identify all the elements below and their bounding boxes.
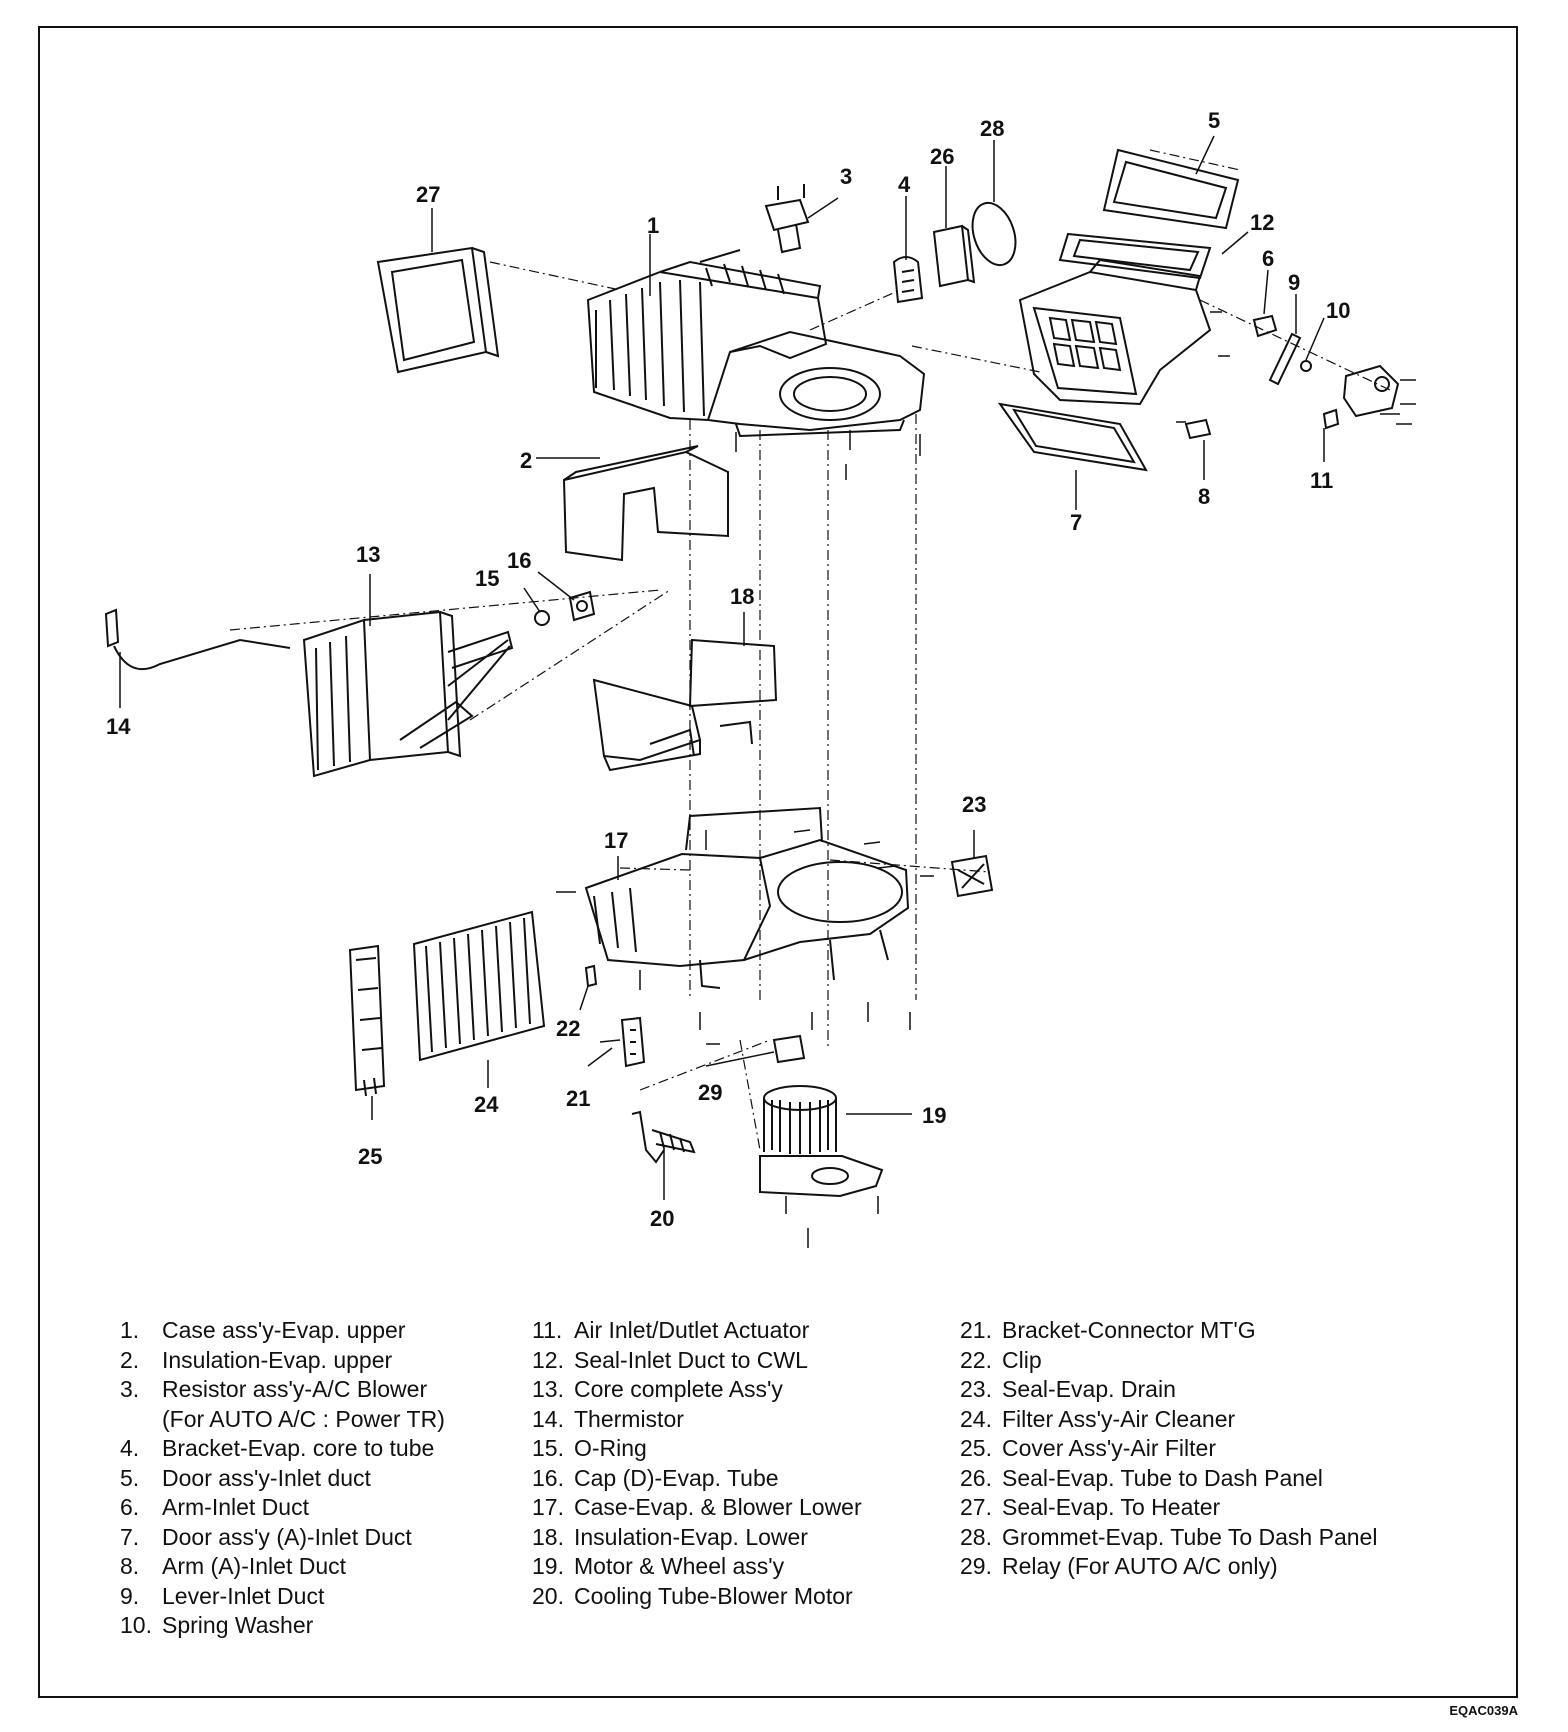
legend-item-27: 27.Seal-Evap. To Heater [960, 1494, 1221, 1520]
legend-item-8: 8.Arm (A)-Inlet Duct [120, 1553, 347, 1579]
legend-item-3: 3.Resistor ass'y-A/C Blower [120, 1376, 428, 1402]
legend-item-25: 25.Cover Ass'y-Air Filter [960, 1435, 1216, 1461]
legend-item-9: 9.Lever-Inlet Duct [120, 1582, 325, 1609]
part-3-resistor [764, 184, 810, 254]
part-19-motor-wheel [759, 1085, 884, 1198]
callout-5: 5 [1208, 108, 1220, 133]
legend-column-1: 1.Case ass'y-Evap. upper 2.Insulation-Ev… [120, 1316, 445, 1641]
callout-2: 2 [520, 448, 532, 473]
callout-10: 10 [1326, 298, 1350, 323]
callout-16: 16 [507, 548, 531, 573]
part-11-actuator [1322, 364, 1400, 430]
callout-28: 28 [980, 116, 1004, 141]
legend-item-24: 24.Filter Ass'y-Air Cleaner [960, 1405, 1236, 1432]
part-1-case-upper [586, 249, 926, 438]
part-23-seal-drain [950, 854, 994, 898]
part-15-oring [534, 610, 550, 626]
callout-7: 7 [1070, 510, 1082, 535]
legend-item-20: 20.Cooling Tube-Blower Motor [532, 1582, 853, 1609]
figure-code: EQAC039A [1449, 1703, 1518, 1718]
legend-item-5: 5.Door ass'y-Inlet duct [120, 1464, 371, 1491]
legend-item-14: 14.Thermistor [532, 1405, 684, 1432]
legend-item-21: 21.Bracket-Connector MT'G [960, 1317, 1256, 1343]
callout-17: 17 [604, 828, 628, 853]
diagram-frame [38, 26, 1518, 1698]
legend-item-23: 23.Seal-Evap. Drain [960, 1376, 1176, 1402]
callout-15: 15 [475, 566, 499, 591]
callout-14: 14 [106, 714, 131, 739]
legend-item-18: 18.Insulation-Evap. Lower [532, 1523, 808, 1550]
callout-12: 12 [1250, 210, 1274, 235]
legend-item-10: 10.Spring Washer [120, 1612, 314, 1638]
part-9-lever [1268, 332, 1302, 386]
legend-item-12: 12.Seal-Inlet Duct to CWL [532, 1346, 808, 1373]
part-29-relay [772, 1034, 806, 1064]
callout-6: 6 [1262, 246, 1274, 271]
part-10-washer [1300, 360, 1312, 372]
legend-item-13: 13.Core complete Ass'y [532, 1376, 783, 1402]
part-21-bracket [620, 1016, 646, 1068]
legend-item-7: 7.Door ass'y (A)-Inlet Duct [120, 1523, 412, 1550]
callout-22: 22 [556, 1016, 580, 1041]
legend-column-2: 11.Air Inlet/Dutlet Actuator 12.Seal-Inl… [532, 1316, 862, 1611]
callout-8: 8 [1198, 484, 1210, 509]
part-4-bracket [892, 256, 924, 304]
legend-item-15: 15.O-Ring [532, 1435, 647, 1461]
callout-23: 23 [962, 792, 986, 817]
part-5-door-inlet [1102, 148, 1240, 230]
callout-18: 18 [730, 584, 754, 609]
legend-item-28: 28.Grommet-Evap. Tube To Dash Panel [960, 1523, 1378, 1550]
legend-item-1: 1.Case ass'y-Evap. upper [120, 1317, 406, 1343]
legend-item-4: 4.Bracket-Evap. core to tube [120, 1435, 435, 1461]
callout-3: 3 [840, 164, 852, 189]
legend-item-11: 11.Air Inlet/Dutlet Actuator [532, 1317, 810, 1343]
part-24-filter [412, 910, 546, 1062]
legend-item-3-note: (For AUTO A/C : Power TR) [162, 1405, 445, 1432]
legend-item-2: 2.Insulation-Evap. upper [120, 1346, 393, 1373]
part-17-case-lower [584, 806, 910, 989]
part-8-arm-a [1184, 418, 1212, 440]
part-13-core [302, 610, 514, 778]
legend-item-22: 22.Clip [960, 1346, 1042, 1373]
callout-20: 20 [650, 1206, 674, 1231]
legend-item-16: 16.Cap (D)-Evap. Tube [532, 1464, 779, 1491]
legend-item-26: 26.Seal-Evap. Tube to Dash Panel [960, 1464, 1323, 1491]
assembly-lines [229, 149, 1391, 1151]
part-16-cap [568, 590, 596, 622]
callout-29: 29 [698, 1080, 722, 1105]
callout-24: 24 [474, 1092, 499, 1117]
legend-item-17: 17.Case-Evap. & Blower Lower [532, 1494, 862, 1520]
legend-item-6: 6.Arm-Inlet Duct [120, 1494, 309, 1520]
leader-lines [119, 135, 1325, 1200]
callout-21: 21 [566, 1086, 590, 1111]
legend-item-29: 29.Relay (For AUTO A/C only) [960, 1553, 1278, 1579]
part-12-seal-inlet [1058, 232, 1212, 280]
part-7-door-a [997, 402, 1148, 472]
screws [556, 311, 1416, 1248]
legend-item-19: 19.Motor & Wheel ass'y [532, 1553, 785, 1579]
legend-column-3: 21.Bracket-Connector MT'G 22.Clip 23.Sea… [960, 1316, 1377, 1582]
callout-19: 19 [922, 1103, 946, 1128]
callout-9: 9 [1288, 270, 1300, 295]
callout-27: 27 [416, 182, 440, 207]
callout-11: 11 [1310, 468, 1333, 493]
callout-4: 4 [898, 172, 911, 197]
callout-13: 13 [356, 542, 380, 567]
callout-26: 26 [930, 144, 954, 169]
part-25-cover [348, 944, 386, 1097]
part-27-seal-heater [376, 246, 500, 374]
inlet-duct-housing [1018, 258, 1212, 406]
callout-1: 1 [647, 213, 659, 238]
callout-numbers: 1 2 3 4 5 6 7 8 9 10 11 12 13 14 15 16 1… [106, 108, 1350, 1231]
part-22-clip [584, 964, 598, 988]
part-6-arm [1252, 314, 1278, 338]
part-28-grommet [971, 201, 1017, 267]
part-14-thermistor [104, 608, 291, 671]
part-26-seal [932, 224, 976, 288]
part-20-cooling-tube [631, 1110, 696, 1164]
part-18-insulation-lower [592, 638, 778, 772]
callout-25: 25 [358, 1144, 382, 1169]
part-2-insulation-upper [562, 445, 729, 562]
